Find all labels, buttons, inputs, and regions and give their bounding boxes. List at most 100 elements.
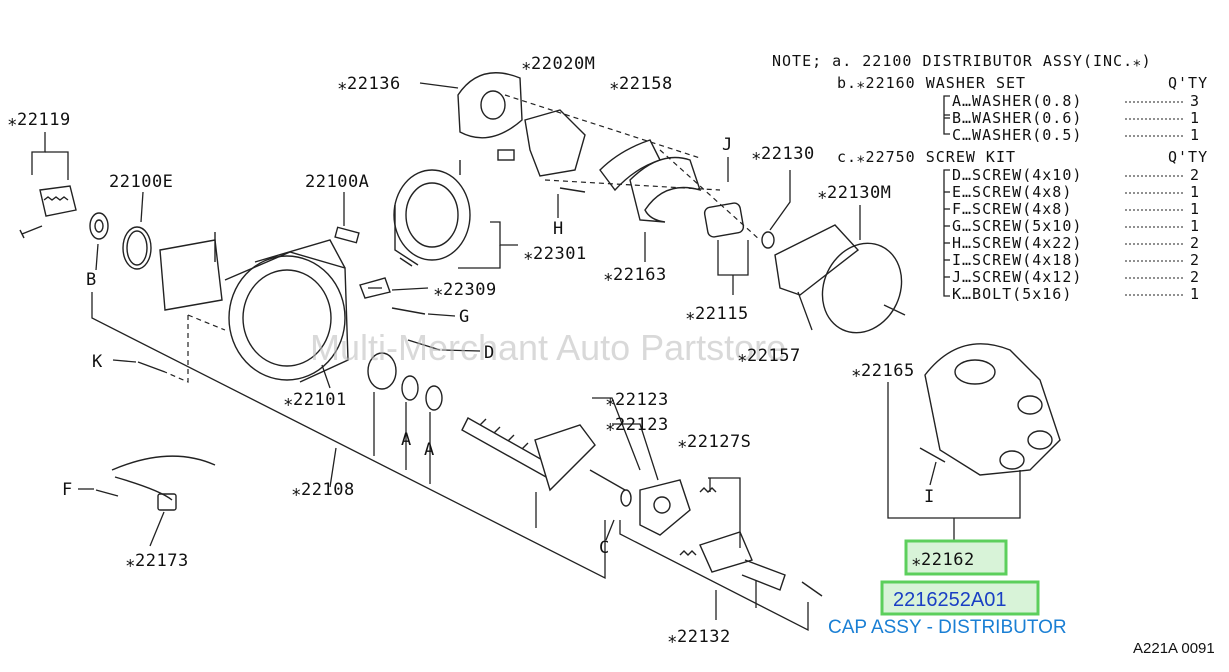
screw-row-qty: 1	[1190, 183, 1200, 201]
part-22162-cap	[924, 343, 1061, 476]
screw-row-qty: 1	[1190, 200, 1200, 218]
letter-h: H	[553, 219, 564, 239]
washer-row-label: C…WASHER(0.5)	[952, 126, 1082, 144]
letter-b: B	[86, 270, 97, 290]
callout-22132: ⁎22132	[668, 627, 731, 647]
letter-d: D	[484, 343, 495, 363]
part-description: CAP ASSY - DISTRIBUTOR	[828, 617, 1067, 638]
note-qty-header-1: Q'TY	[1168, 74, 1208, 92]
note-qty-header-2: Q'TY	[1168, 148, 1208, 166]
screw-list: D…SCREW(4x10)2E…SCREW(4x8)1F…SCREW(4x8)1…	[944, 166, 1200, 303]
part-number-badge[interactable]: 2216252A01	[880, 580, 1040, 616]
callout-22157: ⁎22157	[738, 346, 801, 366]
callout-22100e: 22100E	[109, 172, 173, 192]
screw-row-qty: 2	[1190, 268, 1200, 286]
part-22115	[703, 202, 745, 238]
callout-22173: ⁎22173	[126, 551, 189, 571]
screw-row-qty: 2	[1190, 234, 1200, 252]
screw-row-label: D…SCREW(4x10)	[952, 166, 1082, 184]
washer-row-qty: 3	[1190, 92, 1200, 110]
bolt-k	[137, 361, 166, 373]
callout-22115: ⁎22115	[686, 304, 749, 324]
washer-b	[89, 212, 109, 240]
callout-22108: ⁎22108	[292, 480, 355, 500]
callout-22130m: ⁎22130M	[818, 183, 891, 203]
diagram-reference: A221A 0091	[1133, 640, 1215, 657]
note-block: NOTE; a. 22100 DISTRIBUTOR ASSY(INC.⁎) b…	[772, 52, 1208, 303]
part-22100a-screw	[334, 226, 360, 244]
screw-row-qty: 2	[1190, 166, 1200, 184]
part-22309	[359, 277, 391, 299]
screw-row-label: H…SCREW(4x22)	[952, 234, 1082, 252]
leader-lines	[31, 82, 1021, 632]
part-22101-housing	[159, 232, 349, 383]
washer-c	[620, 489, 632, 507]
note-line-2: b.⁎22160 WASHER SET	[837, 74, 1026, 92]
screw-row-label: E…SCREW(4x8)	[952, 183, 1072, 201]
screw-i	[919, 447, 946, 463]
callout-22020m: ⁎22020M	[522, 54, 595, 74]
washer-row-label: A…WASHER(0.8)	[952, 92, 1082, 110]
callout-22309: ⁎22309	[434, 280, 497, 300]
part-22108-shaft	[461, 417, 626, 492]
letter-c: C	[599, 538, 610, 558]
callout-22301: ⁎22301	[524, 244, 587, 264]
screw-row-qty: 1	[1190, 285, 1200, 303]
screw-e	[801, 581, 823, 597]
callout-labels: ⁎22136 ⁎22020M ⁎22158 ⁎22119 22100E 2210…	[8, 54, 915, 647]
callout-22101: ⁎22101	[284, 390, 347, 410]
screw-row-label: J…SCREW(4x12)	[952, 268, 1082, 286]
callout-22162[interactable]: ⁎22162	[912, 550, 975, 570]
callout-22163: ⁎22163	[604, 265, 667, 285]
part-22130m-gasket	[821, 242, 903, 334]
letter-j: J	[722, 135, 733, 155]
highlight-22162[interactable]: ⁎22162	[904, 539, 1008, 576]
letter-k: K	[92, 352, 103, 372]
dashed-guides	[164, 94, 761, 383]
part-22173-harness	[111, 455, 216, 511]
screw-row-qty: 2	[1190, 251, 1200, 269]
screw-row-label: F…SCREW(4x8)	[952, 200, 1072, 218]
part-22136-plate	[457, 72, 523, 139]
part-22123-governor	[639, 479, 691, 536]
watermark: Multi-Merchant Auto Partstore	[310, 327, 786, 368]
part-22020m-pickup	[497, 109, 586, 193]
part-22130-seal	[761, 231, 775, 249]
callout-22119: ⁎22119	[8, 110, 71, 130]
screw-d	[407, 339, 441, 351]
callout-22136: ⁎22136	[338, 74, 401, 94]
washer-row-qty: 1	[1190, 126, 1200, 144]
part-number[interactable]: 2216252A01	[893, 589, 1006, 611]
callout-22130: ⁎22130	[752, 144, 815, 164]
callout-22165: ⁎22165	[852, 361, 915, 381]
part-22163-clip	[629, 156, 702, 223]
callout-22100a: 22100A	[305, 172, 369, 192]
letter-a2: A	[424, 440, 435, 460]
letter-labels: J H G D K B A A F C I	[62, 135, 935, 558]
washer-list: A…WASHER(0.8)3B…WASHER(0.6)1C…WASHER(0.5…	[944, 92, 1200, 144]
callout-22158: ⁎22158	[610, 74, 673, 94]
callout-22123-b: ⁎22123	[606, 415, 669, 435]
screw-row-label: I…SCREW(4x18)	[952, 251, 1082, 269]
part-22132	[699, 531, 786, 591]
screw-row-qty: 1	[1190, 217, 1200, 235]
screw-g	[391, 307, 426, 315]
note-line-1: NOTE; a. 22100 DISTRIBUTOR ASSY(INC.⁎)	[772, 52, 1152, 70]
letter-g: G	[459, 307, 470, 327]
washer-a2	[425, 385, 443, 411]
part-22157-rotor	[774, 224, 860, 296]
callout-22123-a: ⁎22123	[606, 390, 669, 410]
part-22127s-spring	[699, 487, 717, 493]
washer-row-label: B…WASHER(0.6)	[952, 109, 1082, 127]
screw-row-label: G…SCREW(5x10)	[952, 217, 1082, 235]
callout-22127s: ⁎22127S	[678, 432, 751, 452]
letter-f: F	[62, 480, 73, 500]
letter-i: I	[924, 487, 935, 507]
part-22100e-oring	[122, 226, 152, 270]
washer-a1	[401, 375, 419, 401]
letter-a1: A	[401, 430, 412, 450]
washer-1	[367, 352, 397, 390]
washer-row-qty: 1	[1190, 109, 1200, 127]
part-22119-gear	[19, 185, 77, 239]
